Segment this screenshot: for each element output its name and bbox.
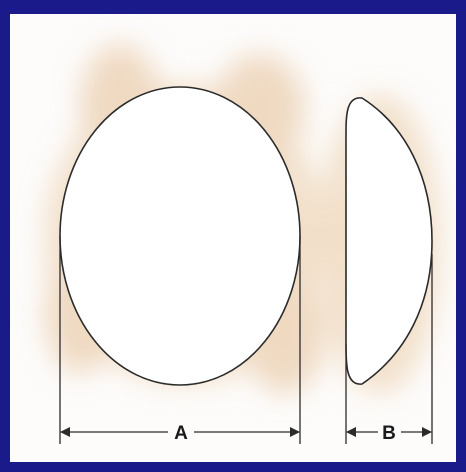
diagram-canvas: A B [10,14,456,462]
dimension-a-label: A [174,423,188,444]
dimension-b-label: B [382,423,396,444]
implant-diagram: A B [45,44,440,444]
implant-side-profile [345,97,433,385]
implant-front-view [59,86,301,386]
